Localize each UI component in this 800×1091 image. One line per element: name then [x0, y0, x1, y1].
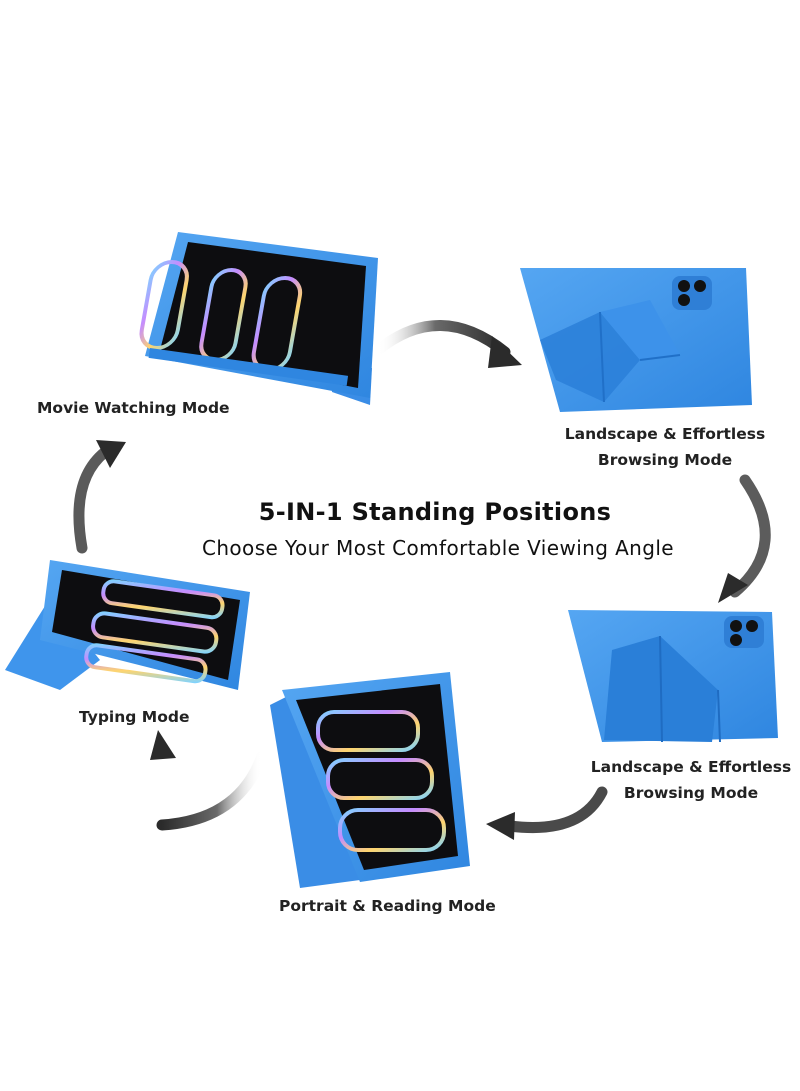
tablet-portrait-mode	[270, 672, 470, 888]
camera-lens-icon	[678, 280, 706, 306]
mode-label-line: Browsing Mode	[597, 451, 733, 469]
mode-label-line: Landscape & Effortless	[564, 425, 766, 443]
tablet-landscape-mode-2	[568, 610, 778, 743]
tablet-movie-mode	[139, 232, 378, 405]
tablet-typing-mode	[5, 560, 250, 690]
tablet-landscape-mode-1	[520, 268, 752, 412]
mode-label-landscape-1: Landscape & Effortless Browsing Mode	[555, 421, 775, 473]
curved-arrow-icon	[150, 730, 268, 831]
curved-arrow-icon	[73, 440, 126, 554]
mode-label-landscape-2: Landscape & Effortless Browsing Mode	[582, 754, 800, 806]
camera-lens-icon	[730, 620, 758, 646]
mode-label-movie: Movie Watching Mode	[37, 395, 230, 421]
tablet-screen-icon	[316, 710, 446, 852]
mode-label-portrait: Portrait & Reading Mode	[279, 893, 496, 919]
mode-label-line: Browsing Mode	[623, 784, 759, 802]
mode-label-line: Portrait & Reading Mode	[279, 897, 496, 915]
curved-arrow-icon	[718, 474, 771, 603]
mode-label-typing: Typing Mode	[79, 704, 189, 730]
curved-arrow-icon	[486, 786, 608, 840]
mode-label-line: Typing Mode	[79, 708, 190, 726]
page-subtitle: Choose Your Most Comfortable Viewing Ang…	[201, 536, 674, 560]
curved-arrow-icon	[372, 320, 522, 368]
mode-label-line: Movie Watching Mode	[37, 399, 230, 417]
mode-label-line: Landscape & Effortless	[590, 758, 792, 776]
tablet-screen-icon	[84, 579, 225, 684]
page-title: 5-IN-1 Standing Positions	[258, 498, 612, 526]
